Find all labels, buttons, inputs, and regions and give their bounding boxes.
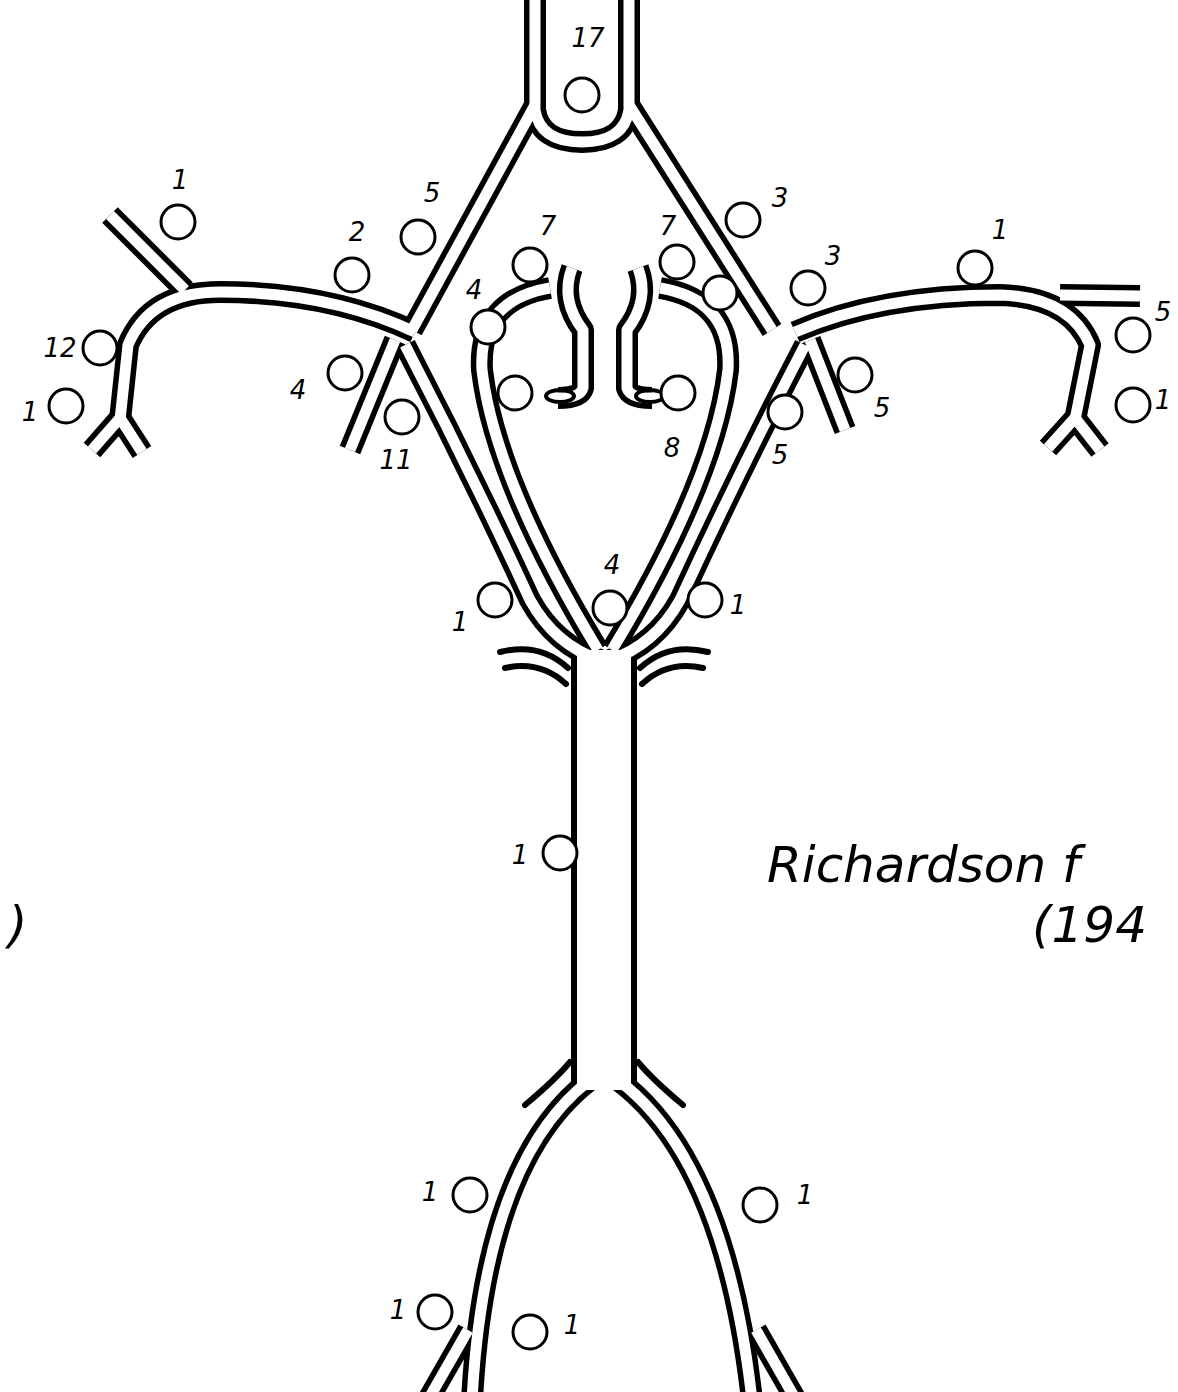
callout-number: 7 [658, 213, 679, 239]
callout-number: 12 [41, 335, 78, 361]
callout-number: 1 [795, 1182, 816, 1208]
callout-number: 1 [420, 1179, 441, 1205]
author-note: ) [6, 900, 30, 950]
callout-number: 5 [770, 442, 791, 468]
callout-number: 2 [347, 219, 368, 245]
callout-number: 4 [464, 277, 485, 303]
callout-number: 5 [422, 180, 443, 206]
callout-number: 1 [562, 1312, 583, 1338]
callout-number: 8 [662, 435, 683, 461]
callout-number: 11 [377, 447, 414, 473]
callout-number: 5 [1153, 299, 1174, 325]
callout-number: 7 [538, 213, 559, 239]
callout-number: 4 [602, 552, 623, 578]
callout-number: 4 [288, 377, 309, 403]
callout-number: 1 [1153, 387, 1174, 413]
callout-number: 5 [872, 395, 893, 421]
callout-number: 3 [770, 185, 791, 211]
callout-number: 1 [728, 592, 749, 618]
callout-number: 1 [388, 1297, 409, 1323]
callout-number: 1 [20, 399, 41, 425]
callout-number: 1 [990, 217, 1011, 243]
author-note: (194 [1030, 900, 1149, 950]
callout-number: 1 [450, 609, 471, 635]
callout-number: 1 [170, 167, 191, 193]
callout-number: 1 [510, 842, 531, 868]
author-note: Richardson f [765, 840, 1082, 890]
callout-number: 3 [823, 243, 844, 269]
callout-number: 17 [569, 25, 606, 51]
